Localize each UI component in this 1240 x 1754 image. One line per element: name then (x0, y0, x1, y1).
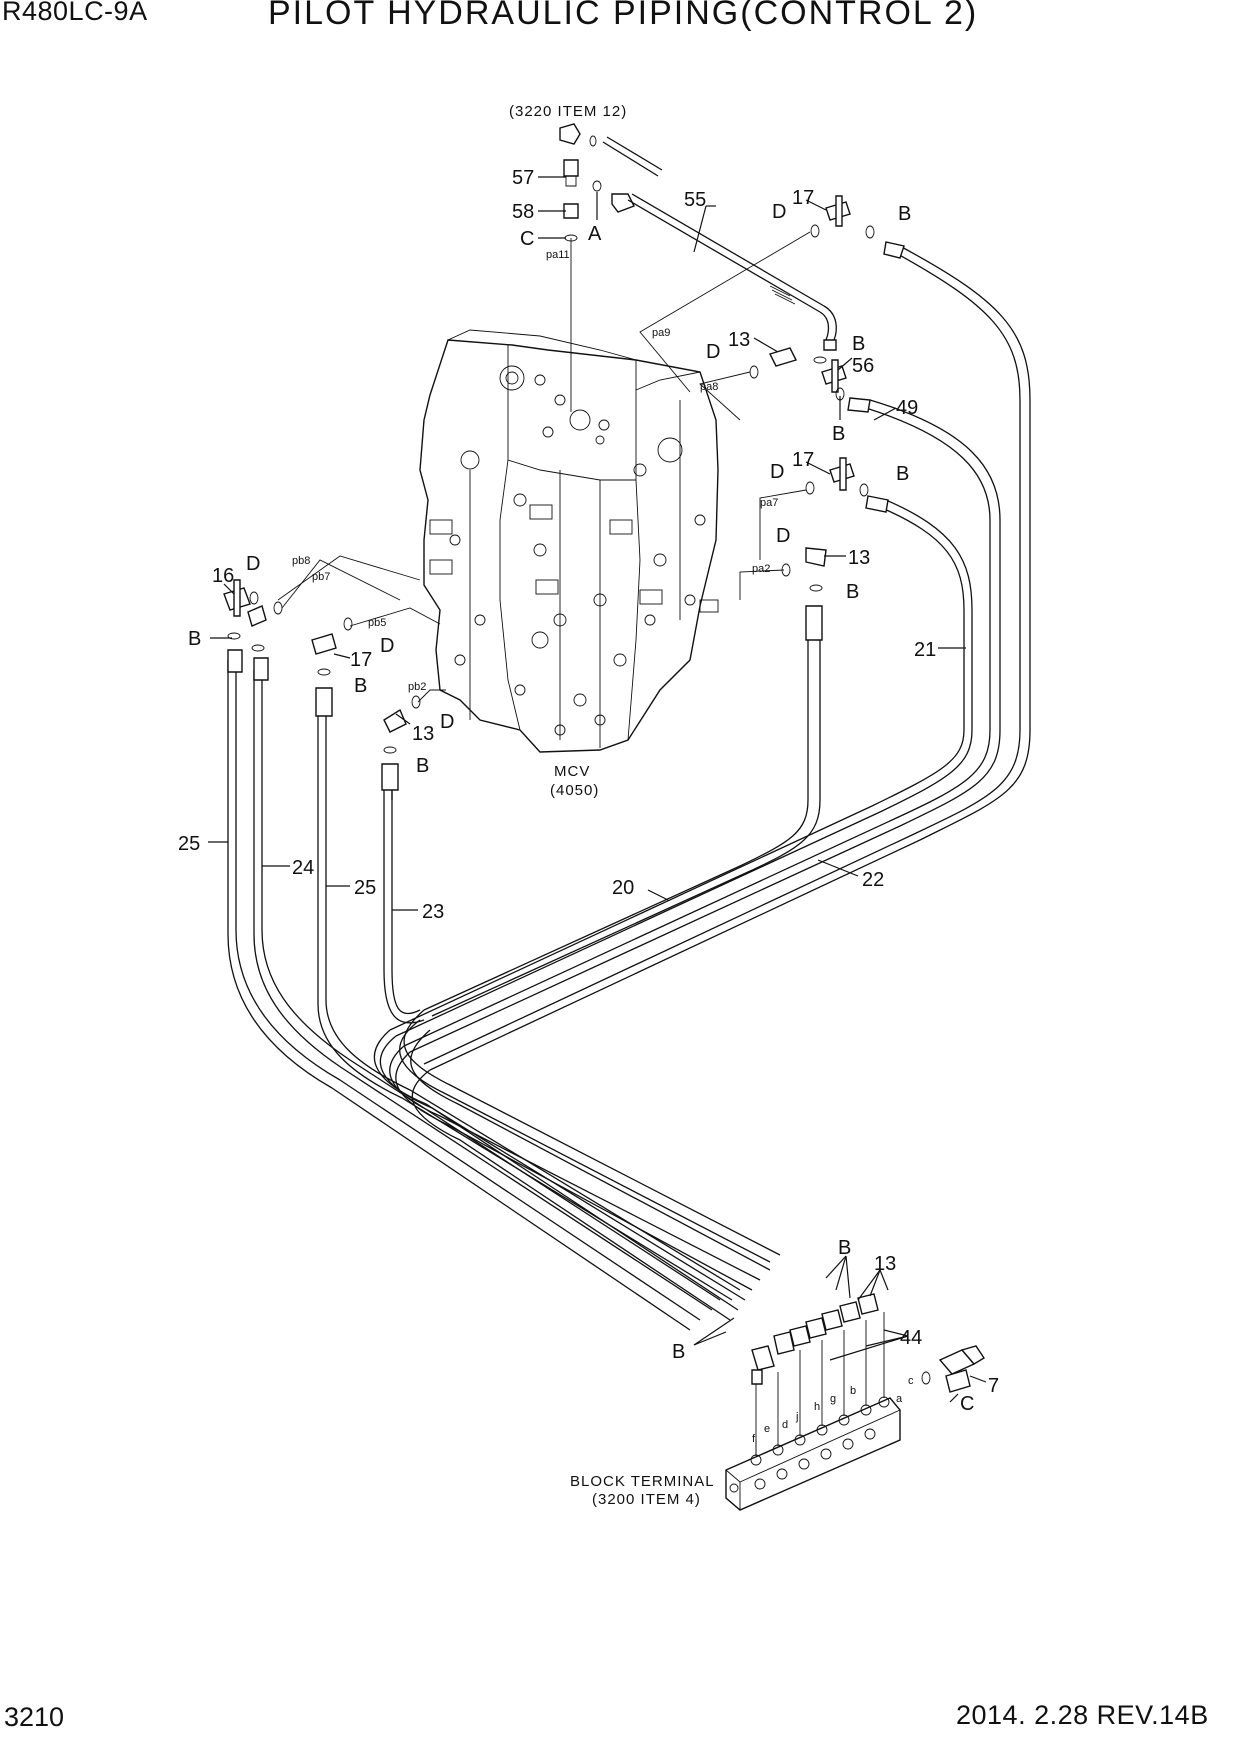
callout-B: B (354, 675, 367, 697)
callout-labels: 57 58 C A 55 17 D B 13 D B 56 B 49 17 D … (178, 167, 999, 1415)
callout-13: 13 (728, 329, 750, 351)
callout-B: B (672, 1341, 685, 1363)
callout-D: D (776, 525, 790, 547)
callout-A: A (588, 223, 602, 245)
callout-C: C (520, 228, 534, 250)
callout-B: B (832, 423, 845, 445)
callout-21: 21 (914, 639, 936, 661)
port-f: f (752, 1433, 756, 1445)
port-pa7: pa7 (760, 497, 778, 509)
callout-25: 25 (354, 877, 376, 899)
port-pa2: pa2 (752, 563, 770, 575)
port-j: j (795, 1411, 798, 1423)
block-terminal-label: BLOCK TERMINAL (570, 1473, 715, 1490)
port-pa9: pa9 (652, 327, 670, 339)
page-title: PILOT HYDRAULIC PIPING(CONTROL 2) (268, 0, 979, 32)
callout-17: 17 (792, 449, 814, 471)
port-c: c (908, 1375, 914, 1387)
callout-23: 23 (422, 901, 444, 923)
port-h: h (814, 1401, 820, 1413)
callout-B: B (896, 463, 909, 485)
callout-17: 17 (792, 187, 814, 209)
callout-D: D (770, 461, 784, 483)
port-pa11: pa11 (546, 249, 570, 261)
callout-D: D (440, 711, 454, 733)
page-number: 3210 (4, 1702, 65, 1732)
callout-58: 58 (512, 201, 534, 223)
reference-labels: (3220 ITEM 12) MCV (4050) BLOCK TERMINAL… (509, 103, 715, 1508)
callout-B: B (852, 333, 865, 355)
top-fittings (559, 123, 837, 412)
mcv-reference: (4050) (550, 782, 599, 799)
callout-B: B (838, 1237, 851, 1259)
callout-B: B (846, 581, 859, 603)
callout-24: 24 (292, 857, 314, 879)
elbow-fitting-icon (751, 1293, 879, 1385)
callout-D: D (706, 341, 720, 363)
port-pb8: pb8 (292, 555, 310, 567)
callout-D: D (772, 201, 786, 223)
port-a: a (896, 1393, 903, 1405)
port-pb2: pb2 (408, 681, 426, 693)
pressure-switch-icon (938, 1345, 985, 1375)
callout-17: 17 (350, 649, 372, 671)
tee-fitting-icon (223, 195, 971, 1393)
callout-leaders (208, 176, 987, 1403)
callout-B: B (188, 628, 201, 650)
port-leaders (277, 231, 811, 703)
port-labels: pa11 pa9 pa8 pa7 pa2 pb8 pb7 pb5 pb2 a b… (292, 249, 914, 1445)
block-terminal-icon (725, 1312, 901, 1511)
callout-B: B (898, 203, 911, 225)
model-code: R480LC-9A (2, 0, 148, 26)
callout-C: C (960, 1393, 974, 1415)
callout-13: 13 (848, 547, 870, 569)
hose-icon (227, 244, 1031, 1331)
callout-20: 20 (612, 877, 634, 899)
revision-date: 2014. 2.28 REV.14B (956, 1700, 1209, 1730)
callout-56: 56 (852, 355, 874, 377)
callout-57: 57 (512, 167, 534, 189)
callout-7: 7 (988, 1375, 999, 1397)
callout-B: B (416, 755, 429, 777)
callout-55: 55 (684, 189, 706, 211)
callout-13: 13 (412, 723, 434, 745)
callout-D: D (380, 635, 394, 657)
port-pb5: pb5 (368, 617, 386, 629)
port-d: d (782, 1419, 788, 1431)
callout-16: 16 (212, 565, 234, 587)
callout-25: 25 (178, 833, 200, 855)
port-g: g (830, 1393, 836, 1405)
hose-end-fittings (227, 241, 905, 791)
port-pa8: pa8 (700, 381, 718, 393)
block-terminal-reference: (3200 ITEM 4) (592, 1491, 701, 1508)
port-b: b (850, 1385, 856, 1397)
top-reference: (3220 ITEM 12) (509, 103, 627, 120)
callout-22: 22 (862, 869, 884, 891)
callout-49: 49 (896, 397, 918, 419)
port-pb7: pb7 (312, 571, 330, 583)
mcv-label: MCV (554, 763, 590, 780)
callout-13: 13 (874, 1253, 896, 1275)
port-e: e (764, 1423, 770, 1435)
callout-D: D (246, 553, 260, 575)
callout-44: 44 (900, 1327, 922, 1349)
mcv-valve-icon (419, 329, 719, 753)
